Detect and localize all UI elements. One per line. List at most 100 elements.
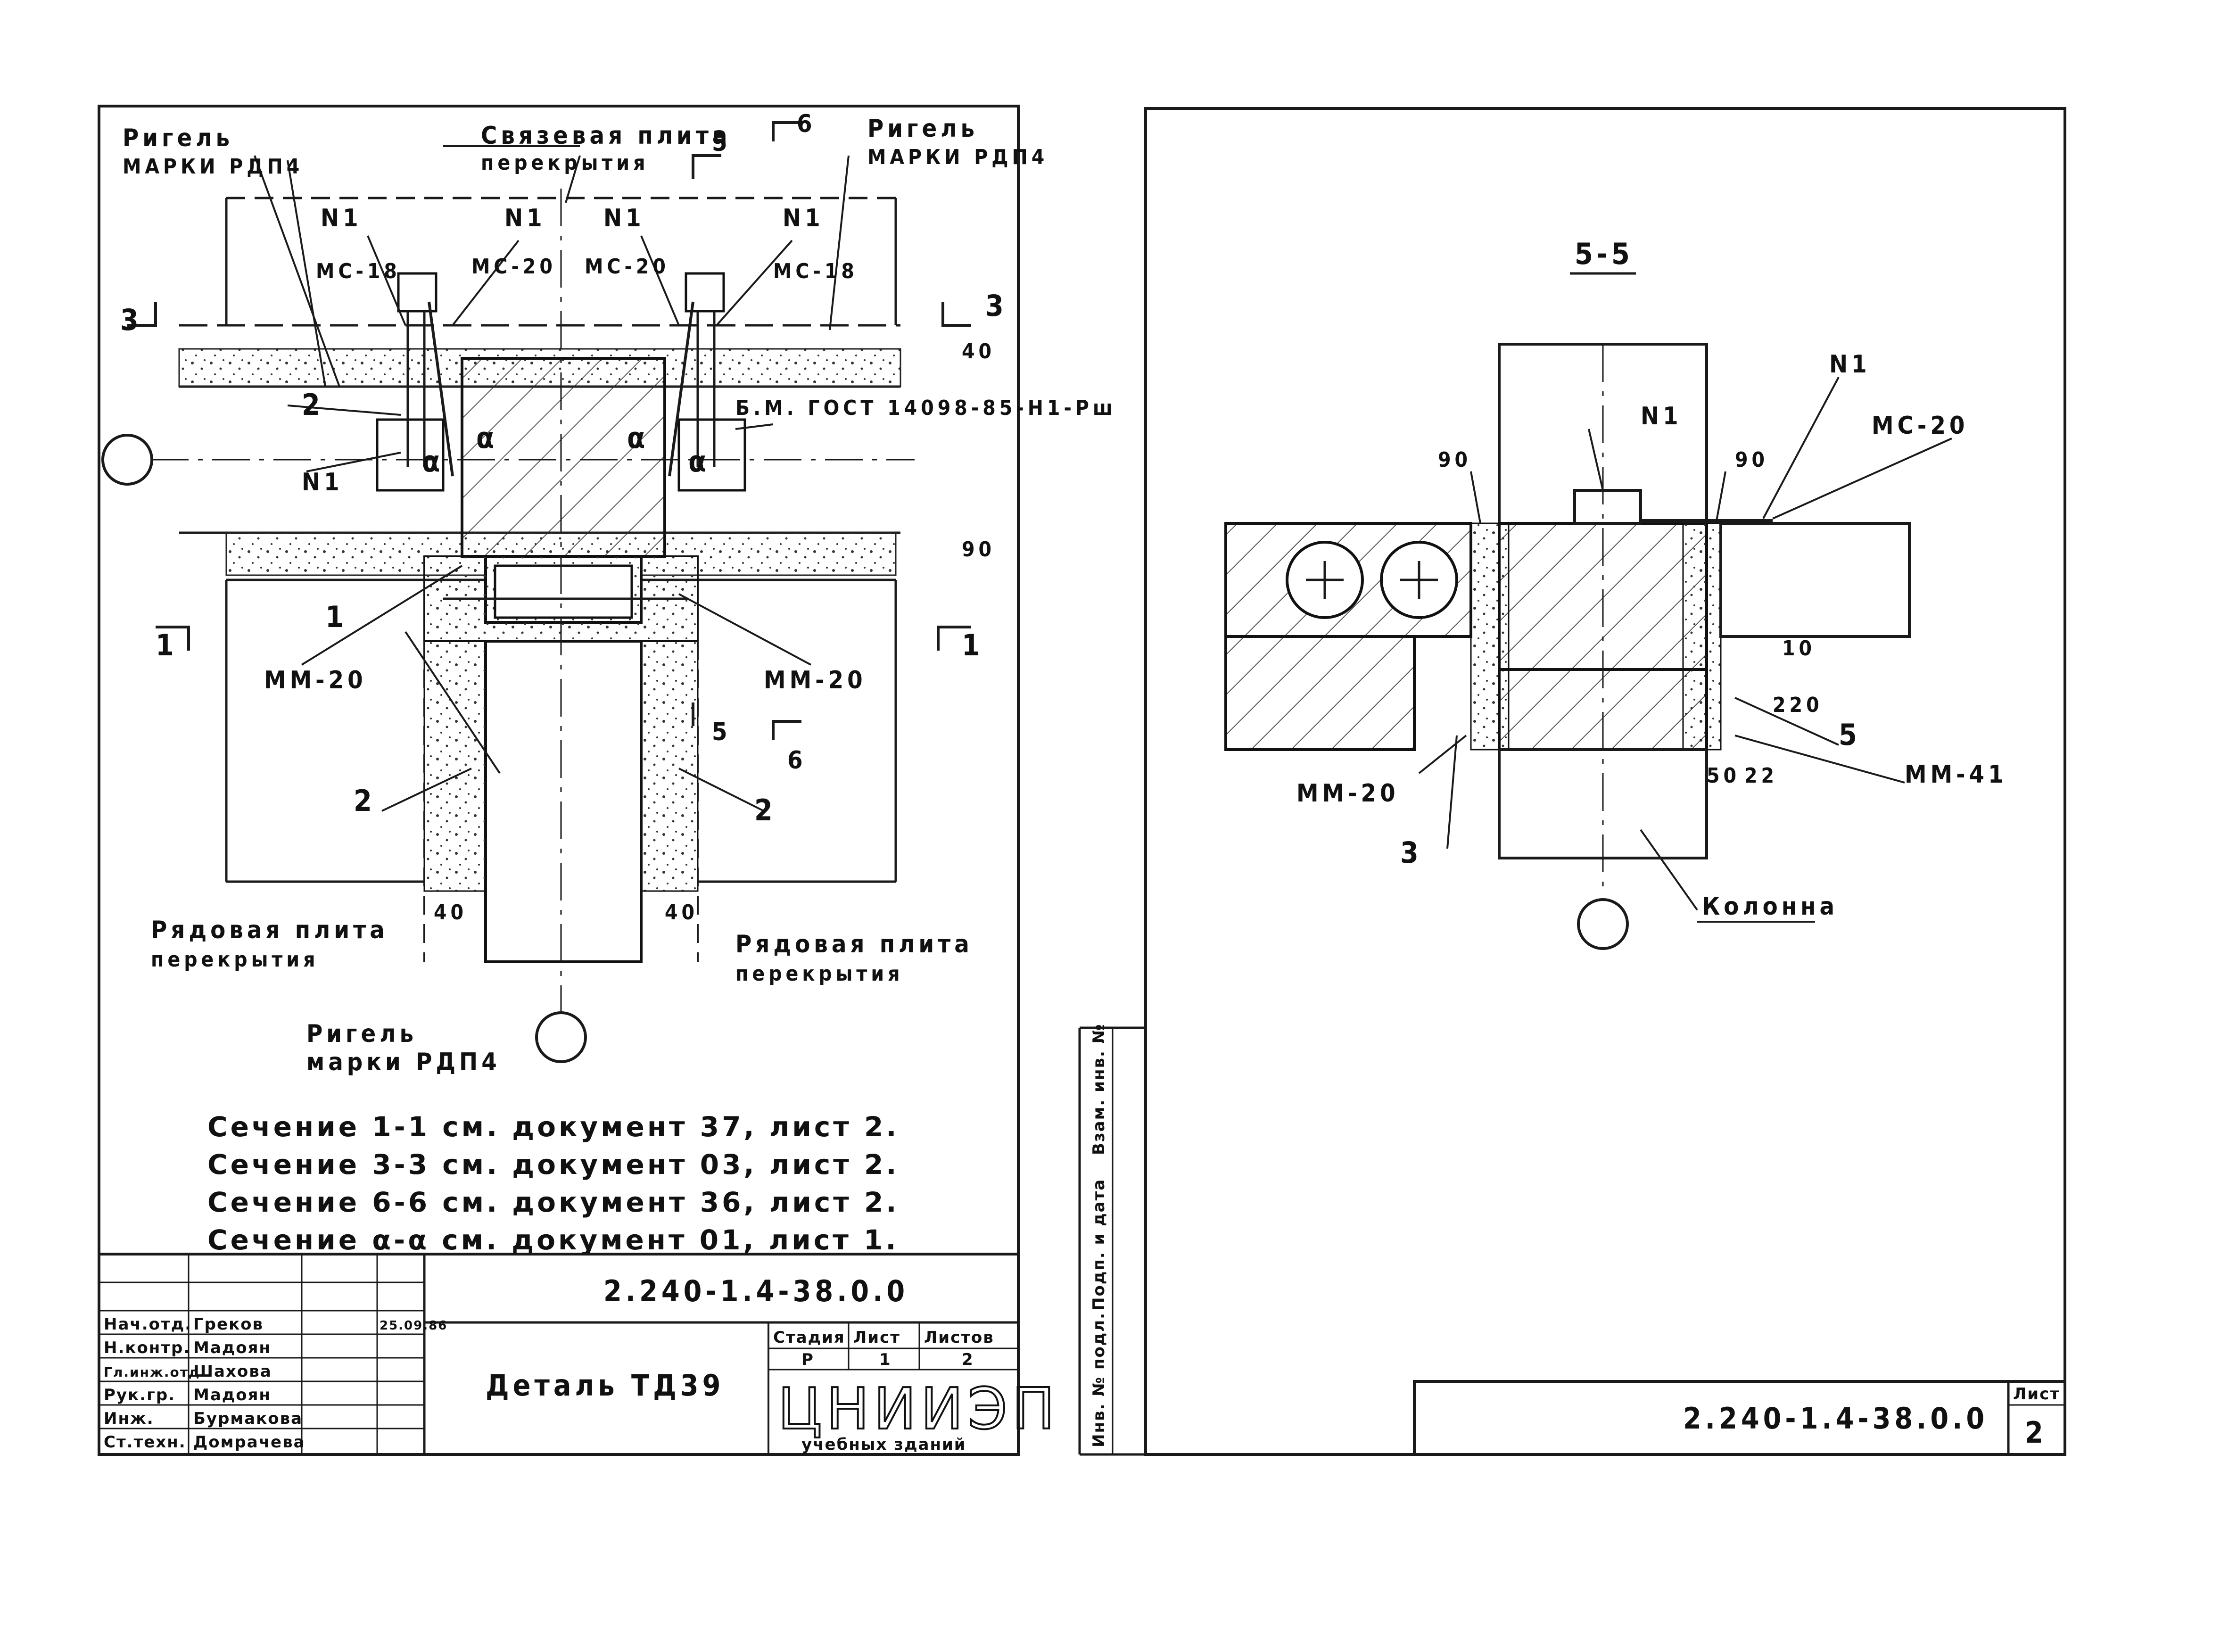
label-rigel-right-2: МАРКИ РДП4: [867, 145, 1048, 169]
r-label-dim10: 10: [1782, 636, 1816, 661]
label-n1-c: N1: [603, 204, 645, 232]
r-label-n5: 5: [1839, 718, 1861, 752]
staff-name-2: Шахова: [193, 1362, 272, 1381]
r-label-n3: 3: [1400, 835, 1422, 870]
staff-role-0: Нач.отд.: [104, 1315, 192, 1334]
r-label-dim90-l: 90: [1438, 448, 1471, 472]
label-sec6-mid: 6: [787, 746, 807, 775]
r-label-n1-b: N1: [1829, 350, 1871, 379]
leader-lines: [254, 145, 850, 812]
note-line-1: Сечение 1-1 см. документ 37, лист 2.: [207, 1111, 899, 1143]
left-sheet: Ригель МАРКИ РДП4 Связевая плита перекры…: [98, 105, 1116, 1456]
label-dim40-a: 40: [962, 339, 995, 363]
label-n2-a: 2: [302, 388, 324, 422]
staff-name-4: Бурмакова: [193, 1409, 303, 1428]
r-label-dim90-r: 90: [1735, 448, 1768, 472]
title-detail: Деталь ТД39: [486, 1368, 724, 1403]
label-mm20-right: ММ-20: [764, 666, 867, 694]
label-svyaz-1: Связевая плита: [481, 122, 731, 150]
label-rigel-left-1: Ригель: [123, 124, 233, 152]
label-n1-d: N1: [783, 204, 824, 232]
label-sec3-l: 3: [120, 303, 142, 337]
rigel-lower-fill-left: [423, 640, 487, 892]
anchor-box-right: [677, 418, 746, 492]
label-dim40-c: 40: [665, 900, 698, 925]
label-mc20-b: МС-20: [585, 255, 669, 279]
r-label-mm41: ММ-41: [1905, 760, 2007, 789]
stamp-inv-podl: Инв. № подл.: [1090, 1312, 1108, 1447]
label-n2-b: 2: [354, 784, 376, 818]
label-sec5-mid: 5: [712, 718, 731, 746]
label-mm20-left: ММ-20: [264, 666, 367, 694]
r-label-n1-a: N1: [1641, 402, 1682, 430]
label-mc18-left: МС-18: [316, 259, 401, 283]
slab-right: [1719, 522, 1911, 638]
label-alpha-c: α: [627, 421, 649, 455]
right-title-block: [1413, 1380, 2066, 1456]
axis-bubble-bottom: [535, 1011, 587, 1063]
rigel-lower: [484, 640, 643, 963]
tb-header-sheets: Листов: [924, 1328, 994, 1347]
label-sec3-r: 3: [985, 289, 1007, 323]
tb-header-stage: Стадия: [773, 1328, 845, 1347]
label-sec5-top: 5: [712, 129, 731, 157]
axis-bubble-left: [101, 434, 153, 486]
right-code: 2.240-1.4-38.0.0: [1683, 1401, 1988, 1436]
stamp-vzam-inv: Взам. инв. №: [1090, 1023, 1108, 1155]
label-sec1-r: 1: [962, 628, 984, 662]
staff-role-3: Рук.гр.: [104, 1386, 175, 1404]
slab-lower-left: [1224, 635, 1416, 751]
staff-name-5: Домрачева: [193, 1433, 305, 1452]
staff-role-2: Гл.инж.отд.: [104, 1364, 206, 1380]
label-rigel-right-1: Ригель: [867, 115, 978, 143]
right-leaders: [1418, 377, 1952, 911]
label-sec1-l: 1: [156, 628, 178, 662]
left-title-block: Нач.отд. Греков 25.09.86 Н.контр. Мадоян…: [98, 1253, 1059, 1456]
staff-role-1: Н.контр.: [104, 1338, 190, 1357]
tb-value-sheets: 2: [962, 1350, 974, 1369]
org-logo: ЦНИИЭП: [778, 1377, 1059, 1442]
label-mc20-a: МС-20: [471, 255, 556, 279]
label-sec6-top: 6: [797, 110, 816, 138]
label-n1-b: N1: [504, 204, 546, 232]
n1-plate: [1573, 489, 1642, 525]
label-ryad-left-2: перекрытия: [151, 948, 319, 972]
r-label-kolonna: Колонна: [1702, 892, 1838, 921]
label-rigel-bottom-1: Ригель: [306, 1020, 417, 1048]
staff-name-0: Греков: [193, 1315, 264, 1334]
label-dim40-b: 40: [434, 900, 467, 925]
label-alpha-a: α: [422, 444, 444, 479]
title-code: 2.240-1.4-38.0.0: [603, 1274, 908, 1308]
right-sheet: Инв. № подл. Подп. и дата Взам. инв. № 2…: [1078, 107, 2066, 1456]
tb-value-stage: Р: [801, 1350, 814, 1369]
r-label-mc20: МС-20: [1872, 412, 1968, 440]
note-line-3: Сечение 6-6 см. документ 36, лист 2.: [207, 1186, 899, 1218]
section-marks: [127, 121, 971, 740]
label-ryad-right-1: Рядовая плита: [735, 930, 973, 958]
rigel-lower-fill-right: [640, 640, 699, 892]
staff-role-5: Ст.техн.: [104, 1433, 186, 1452]
section-title: 5-5: [1575, 237, 1634, 271]
stamp-podp-data: Подп. и дата: [1090, 1179, 1108, 1311]
r-label-mm20: ММ-20: [1296, 779, 1399, 808]
label-gost: Б.М. ГОСТ 14098-85-Н1-Рш: [735, 396, 1116, 420]
joint-plate-inner: [494, 564, 633, 619]
r-label-dim22: 22: [1744, 764, 1778, 788]
right-axis-bubble: [1577, 898, 1629, 950]
staff-name-3: Мадоян: [193, 1386, 271, 1404]
right-sheet-label: Лист: [2013, 1385, 2060, 1404]
column-head: [461, 357, 666, 558]
note-line-4: Сечение α-α см. документ 01, лист 1.: [207, 1224, 899, 1256]
tb-value-sheet: 1: [879, 1350, 891, 1369]
label-n1-num: 1: [325, 600, 347, 634]
label-rigel-bottom-2: марки РДП4: [306, 1048, 501, 1076]
note-line-2: Сечение 3-3 см. документ 03, лист 2.: [207, 1148, 899, 1181]
staff-date: 25.09.86: [380, 1319, 447, 1333]
org-subtitle: учебных зданий: [801, 1435, 966, 1454]
label-mc18-right: МС-18: [773, 259, 858, 283]
label-rigel-left-2: МАРКИ РДП4: [123, 155, 303, 179]
staff-name-1: Мадоян: [193, 1338, 271, 1357]
label-ryad-left-1: Рядовая плита: [151, 916, 388, 944]
label-n1-a: N1: [321, 204, 362, 232]
